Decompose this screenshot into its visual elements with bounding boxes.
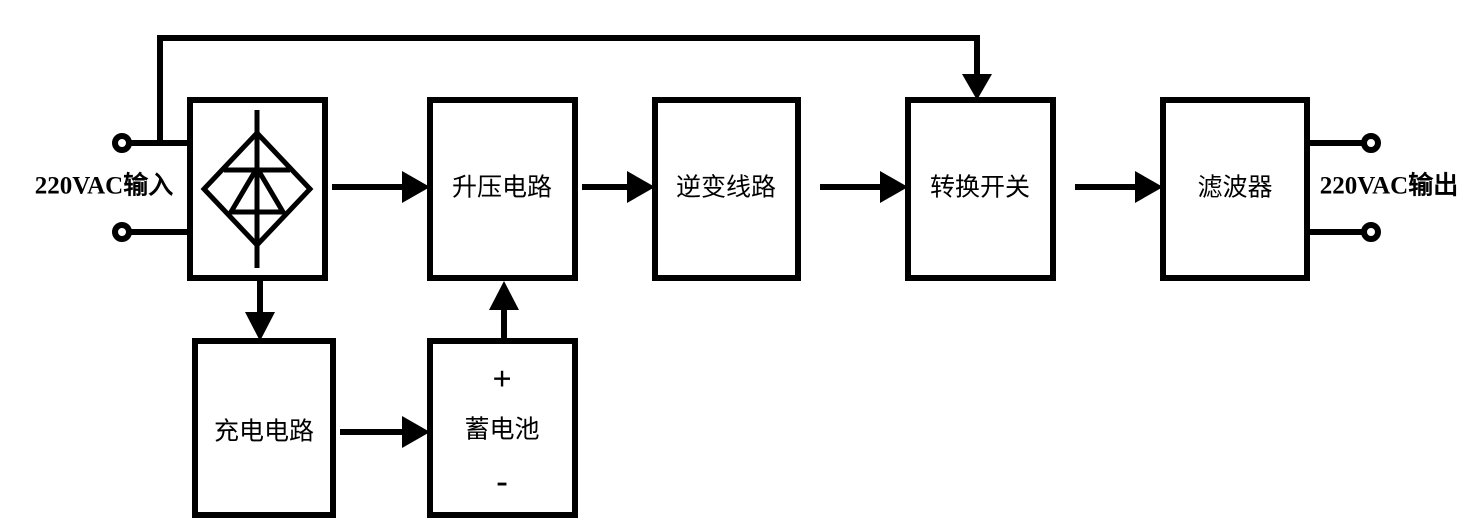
arrow-head (1135, 171, 1163, 203)
connector-rectifier-to-boost (332, 171, 430, 203)
connector-battery-to-boost (489, 281, 519, 338)
block-battery[interactable]: + 蓄电池 - (427, 338, 578, 518)
block-inverter-box (652, 97, 801, 281)
output-terminal-bottom (1361, 222, 1381, 242)
block-filter-label: 滤波器 (1197, 174, 1272, 202)
input-terminal-top (112, 133, 132, 153)
arrow-head (627, 171, 655, 203)
output-terminal-group (1307, 133, 1381, 242)
connector-boost-to-inverter (582, 171, 655, 203)
input-label: 220VAC输入 (35, 171, 173, 200)
block-inverter-label: 逆变线路 (676, 174, 776, 202)
block-filter-box (1160, 97, 1310, 281)
output-terminal-top (1361, 133, 1381, 153)
block-filter[interactable]: 滤波器 (1160, 97, 1310, 281)
output-label: 220VAC输出 (1320, 171, 1458, 200)
block-transfer-switch[interactable]: 转换开关 (905, 97, 1056, 281)
arrow-head (402, 171, 430, 203)
arrow-head (245, 312, 275, 341)
block-charger-box (192, 338, 336, 518)
arrow-head (402, 416, 430, 448)
block-rectifier[interactable] (187, 97, 328, 281)
connector-inverter-to-transfer (820, 171, 908, 203)
connector-rectifier-to-charger (245, 280, 275, 341)
bridge-rectifier-icon (200, 110, 314, 268)
arrow-head (489, 281, 519, 310)
battery-positive-label: + (492, 361, 511, 398)
block-transfer-label: 转换开关 (930, 174, 1030, 202)
arrow-head (880, 171, 908, 203)
connector-charger-to-battery (340, 416, 430, 448)
block-battery-label: 蓄电池 (464, 416, 539, 444)
input-terminal-group (112, 133, 190, 242)
block-boost-box (427, 97, 578, 281)
connector-transfer-to-filter (1075, 171, 1163, 203)
bypass-wire (157, 35, 980, 143)
block-battery-box (427, 338, 578, 518)
block-boost-label: 升压电路 (452, 174, 552, 202)
input-terminal-bottom (112, 222, 132, 242)
battery-negative-label: - (496, 463, 507, 500)
block-charging-circuit[interactable]: 充电电路 (192, 338, 336, 518)
block-inverter-circuit[interactable]: 逆变线路 (652, 97, 801, 281)
bypass-arrowhead (962, 74, 992, 100)
block-boost-circuit[interactable]: 升压电路 (427, 97, 578, 281)
connector-bypass-input-to-transfer (157, 35, 992, 143)
block-charger-label: 充电电路 (214, 418, 314, 446)
block-transfer-box (905, 97, 1056, 281)
